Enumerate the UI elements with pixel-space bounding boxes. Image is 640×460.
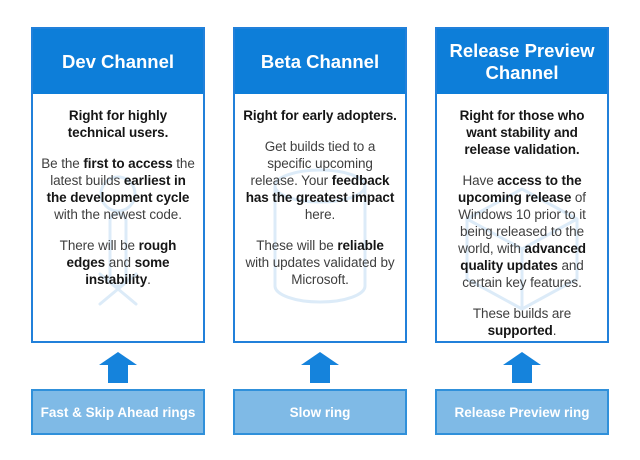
channel-description: Right for early adopters. Get builds tie… — [235, 94, 405, 341]
release-preview-channel-column: Release Preview Channel Right for those … — [435, 27, 609, 435]
channel-panel: Beta Channel Right for early adopters. G… — [233, 27, 407, 343]
channel-panel: Release Preview Channel Right for those … — [435, 27, 609, 343]
channel-header: Beta Channel — [235, 29, 405, 94]
beta-channel-column: Beta Channel Right for early adopters. G… — [233, 27, 407, 435]
text-segment: These builds are — [472, 306, 572, 321]
text-segment: Get builds tied to a specific upcoming r… — [250, 139, 376, 188]
ring-label-box: Fast & Skip Ahead rings — [31, 389, 205, 435]
channel-panel: Dev Channel Right for highly technical u… — [31, 27, 205, 343]
text-segment: with updates validated by Microsoft. — [245, 255, 395, 287]
description-paragraph: Right for highly technical users. — [41, 107, 195, 141]
ring-label: Release Preview ring — [454, 404, 590, 420]
ring-label: Fast & Skip Ahead rings — [40, 404, 196, 420]
text-segment: and certain key features. — [462, 258, 584, 290]
description-paragraph: These will be reliable with updates vali… — [243, 237, 397, 288]
cube-watermark-icon — [465, 187, 579, 311]
text-segment: rough edges — [66, 238, 177, 270]
ring-label-box: Slow ring — [233, 389, 407, 435]
channel-header: Dev Channel — [33, 29, 203, 94]
text-segment: reliable — [337, 238, 384, 253]
text-segment: first to access — [83, 156, 173, 171]
text-segment: and — [105, 255, 135, 270]
text-segment: some instability — [85, 255, 170, 287]
text-segment: advanced quality updates — [460, 241, 586, 273]
text-segment: Have — [462, 173, 498, 188]
text-segment: Right for those who want stability and r… — [459, 108, 585, 157]
text-segment: with the newest code. — [54, 207, 182, 222]
text-segment: feedback has the greatest impact — [245, 173, 395, 205]
channel-title: Beta Channel — [260, 50, 380, 72]
description-paragraph: Be the first to access the latest builds… — [41, 155, 195, 223]
up-arrow-icon — [233, 352, 407, 383]
description-paragraph: There will be rough edges and some insta… — [41, 237, 195, 288]
text-segment: earliest in the development cycle — [46, 173, 190, 205]
text-segment: Be the — [41, 156, 84, 171]
text-segment: There will be — [59, 238, 139, 253]
dev-channel-column: Dev Channel Right for highly technical u… — [31, 27, 205, 435]
channel-description: Right for those who want stability and r… — [437, 94, 607, 353]
ring-label-box: Release Preview ring — [435, 389, 609, 435]
description-paragraph: Have access to the upcoming release of W… — [445, 172, 599, 291]
text-segment: here. — [304, 207, 336, 222]
text-segment: supported — [487, 323, 553, 338]
text-segment: . — [147, 272, 151, 287]
channel-description: Right for highly technical users. Be the… — [33, 94, 203, 341]
channel-header: Release Preview Channel — [437, 29, 607, 94]
ring-label: Slow ring — [289, 404, 351, 420]
cylinder-watermark-icon — [273, 168, 367, 304]
text-segment: the latest builds — [50, 156, 195, 188]
text-segment: These will be — [256, 238, 338, 253]
up-arrow-icon — [31, 352, 205, 383]
text-segment: Right for highly technical users. — [67, 108, 169, 140]
channel-title: Release Preview Channel — [449, 39, 595, 83]
description-paragraph: These builds are supported. — [445, 305, 599, 339]
channel-title: Dev Channel — [61, 50, 175, 72]
description-paragraph: Right for those who want stability and r… — [445, 107, 599, 158]
text-segment: . — [552, 323, 557, 338]
description-paragraph: Get builds tied to a specific upcoming r… — [243, 138, 397, 223]
description-paragraph: Right for early adopters. — [243, 107, 397, 124]
up-arrow-icon — [435, 352, 609, 383]
text-segment: Right for early adopters. — [243, 108, 397, 123]
text-segment: of Windows 10 prior to it being released… — [458, 190, 586, 256]
text-segment: access to the upcoming release — [458, 173, 582, 205]
tools-watermark-icon — [98, 175, 138, 306]
